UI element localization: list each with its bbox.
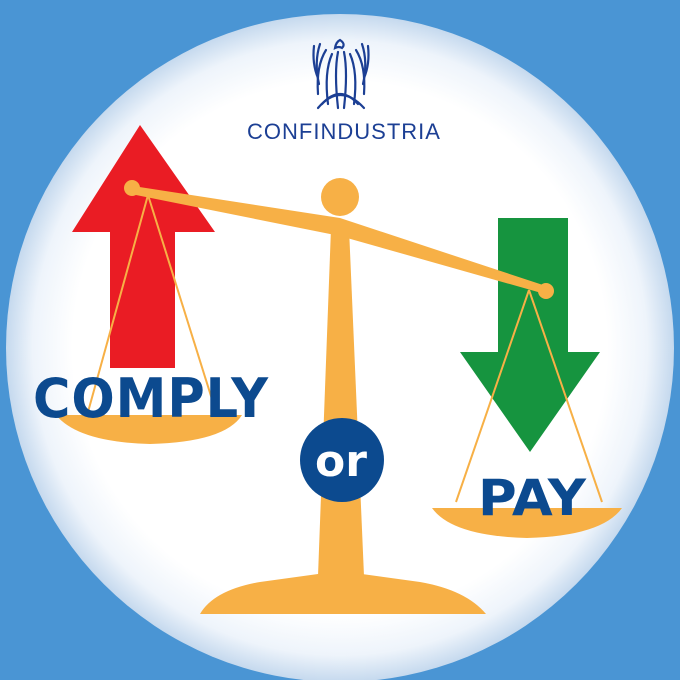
right-string-b — [528, 289, 603, 503]
arrow-up-icon — [72, 125, 215, 368]
left-string-a — [87, 194, 149, 413]
scale-beam — [131, 186, 546, 294]
or-badge: or — [300, 418, 384, 502]
left-string-b — [147, 194, 217, 413]
beam-right-end — [538, 283, 554, 299]
beam-left-end — [124, 180, 140, 196]
comply-label: COMPLY — [33, 367, 269, 430]
right-string-a — [455, 289, 530, 503]
left-pan — [56, 415, 242, 444]
or-label: or — [315, 436, 367, 487]
confindustria-logo: CONFINDUSTRIA — [247, 38, 441, 144]
right-pan — [432, 508, 622, 538]
scale-knob — [321, 178, 359, 216]
scale-base — [200, 574, 486, 614]
pay-label: PAY — [478, 469, 587, 527]
brand-name: CONFINDUSTRIA — [247, 119, 441, 144]
eagle-emblem-icon — [312, 38, 370, 110]
